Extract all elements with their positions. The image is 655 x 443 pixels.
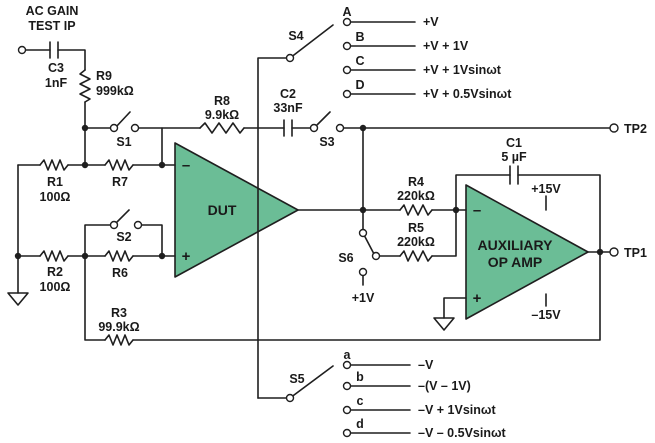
r8-name: R8 bbox=[214, 94, 230, 108]
ground-icon bbox=[433, 317, 455, 331]
terminals bbox=[17, 17, 619, 438]
minus-15v-label: –15V bbox=[531, 308, 561, 322]
s5-label: S5 bbox=[289, 372, 304, 386]
wires bbox=[17, 21, 611, 434]
r1-value: 100Ω bbox=[40, 190, 71, 204]
s2-label: S2 bbox=[116, 230, 131, 244]
component-labels: AC GAIN TEST IP C3 1nF R9 999kΩ R8 9.9kΩ… bbox=[26, 4, 647, 440]
s3-label: S3 bbox=[319, 135, 334, 149]
s4-throw-letter: C bbox=[355, 54, 364, 68]
junction-dots bbox=[14, 124, 604, 260]
r6-label: R6 bbox=[112, 266, 128, 280]
s4-label: S4 bbox=[288, 29, 303, 43]
aux-noninverting-pin: + bbox=[473, 290, 482, 307]
ac-gain-label: AC GAIN bbox=[26, 4, 79, 18]
s5-source-label: –(V – 1V) bbox=[418, 379, 471, 393]
r4-resistor bbox=[399, 204, 433, 216]
test-ip-label: TEST IP bbox=[28, 19, 75, 33]
r3-resistor bbox=[104, 334, 134, 346]
s5-throw-letter: d bbox=[356, 417, 364, 431]
r9-name: R9 bbox=[96, 69, 112, 83]
s4-throw-letter: B bbox=[355, 30, 364, 44]
r2-value: 100Ω bbox=[40, 280, 71, 294]
s1-label: S1 bbox=[116, 135, 131, 149]
r3-value: 99.9kΩ bbox=[98, 320, 139, 334]
s4-source-label: +V + 1V bbox=[423, 39, 469, 53]
s1-switch bbox=[114, 111, 131, 129]
r3-name: R3 bbox=[111, 306, 127, 320]
r5-name: R5 bbox=[408, 221, 424, 235]
aux-inverting-pin: – bbox=[473, 202, 481, 219]
s5-source-label: –V bbox=[418, 358, 434, 372]
aux-label-line1: AUXILIARY bbox=[478, 237, 554, 253]
r6-resistor bbox=[104, 250, 134, 262]
dut-inverting-pin: – bbox=[182, 157, 190, 174]
switch-blades bbox=[113, 24, 375, 399]
s4-throw-letter: A bbox=[342, 5, 351, 19]
s4-throw-letter: D bbox=[355, 78, 364, 92]
s4-source-label: +V bbox=[423, 15, 439, 29]
resistors bbox=[39, 69, 433, 346]
s5-throw-letter: b bbox=[356, 370, 364, 384]
c2-value: 33nF bbox=[273, 101, 303, 115]
s5-throw-letter: a bbox=[344, 348, 352, 362]
tp1-label: TP1 bbox=[624, 246, 647, 260]
dut-noninverting-pin: + bbox=[182, 248, 191, 265]
r7-label: R7 bbox=[112, 175, 128, 189]
r8-value: 9.9kΩ bbox=[205, 108, 239, 122]
r1-name: R1 bbox=[47, 175, 63, 189]
ground-icon bbox=[7, 292, 29, 306]
tp2-label: TP2 bbox=[624, 122, 647, 136]
r4-name: R4 bbox=[408, 175, 424, 189]
c1-value: 5 µF bbox=[501, 150, 527, 164]
s6-label: S6 bbox=[338, 251, 353, 265]
c3-value: 1nF bbox=[45, 76, 68, 90]
s5-source-label: –V + 1Vsinωt bbox=[418, 403, 496, 417]
c3-name: C3 bbox=[48, 61, 64, 75]
aux-label-line2: OP AMP bbox=[488, 254, 542, 270]
auxiliary-op-amp bbox=[465, 184, 589, 320]
dut-amplifier bbox=[174, 142, 299, 278]
r9-resistor bbox=[79, 69, 91, 103]
c1-name: C1 bbox=[506, 136, 522, 150]
r8-resistor bbox=[199, 122, 245, 134]
ground-symbols bbox=[7, 292, 455, 331]
r2-resistor bbox=[39, 250, 69, 262]
r4-value: 220kΩ bbox=[397, 189, 435, 203]
r9-value: 999kΩ bbox=[96, 84, 134, 98]
plus-1v-label: +1V bbox=[352, 291, 375, 305]
s4-switch bbox=[289, 24, 334, 59]
dut-label: DUT bbox=[208, 202, 237, 218]
plus-15v-label: +15V bbox=[531, 182, 561, 196]
s5-throw-letter: c bbox=[357, 394, 364, 408]
s4-source-label: +V + 1Vsinωt bbox=[423, 63, 502, 77]
s5-switch bbox=[289, 365, 334, 399]
r5-resistor bbox=[399, 250, 433, 262]
s4-source-label: +V + 0.5Vsinωt bbox=[423, 87, 512, 101]
r1-resistor bbox=[39, 159, 69, 171]
s5-source-label: –V – 0.5Vsinωt bbox=[418, 426, 507, 440]
r7-resistor bbox=[104, 159, 134, 171]
c2-name: C2 bbox=[280, 87, 296, 101]
r5-value: 220kΩ bbox=[397, 235, 435, 249]
r2-name: R2 bbox=[47, 265, 63, 279]
